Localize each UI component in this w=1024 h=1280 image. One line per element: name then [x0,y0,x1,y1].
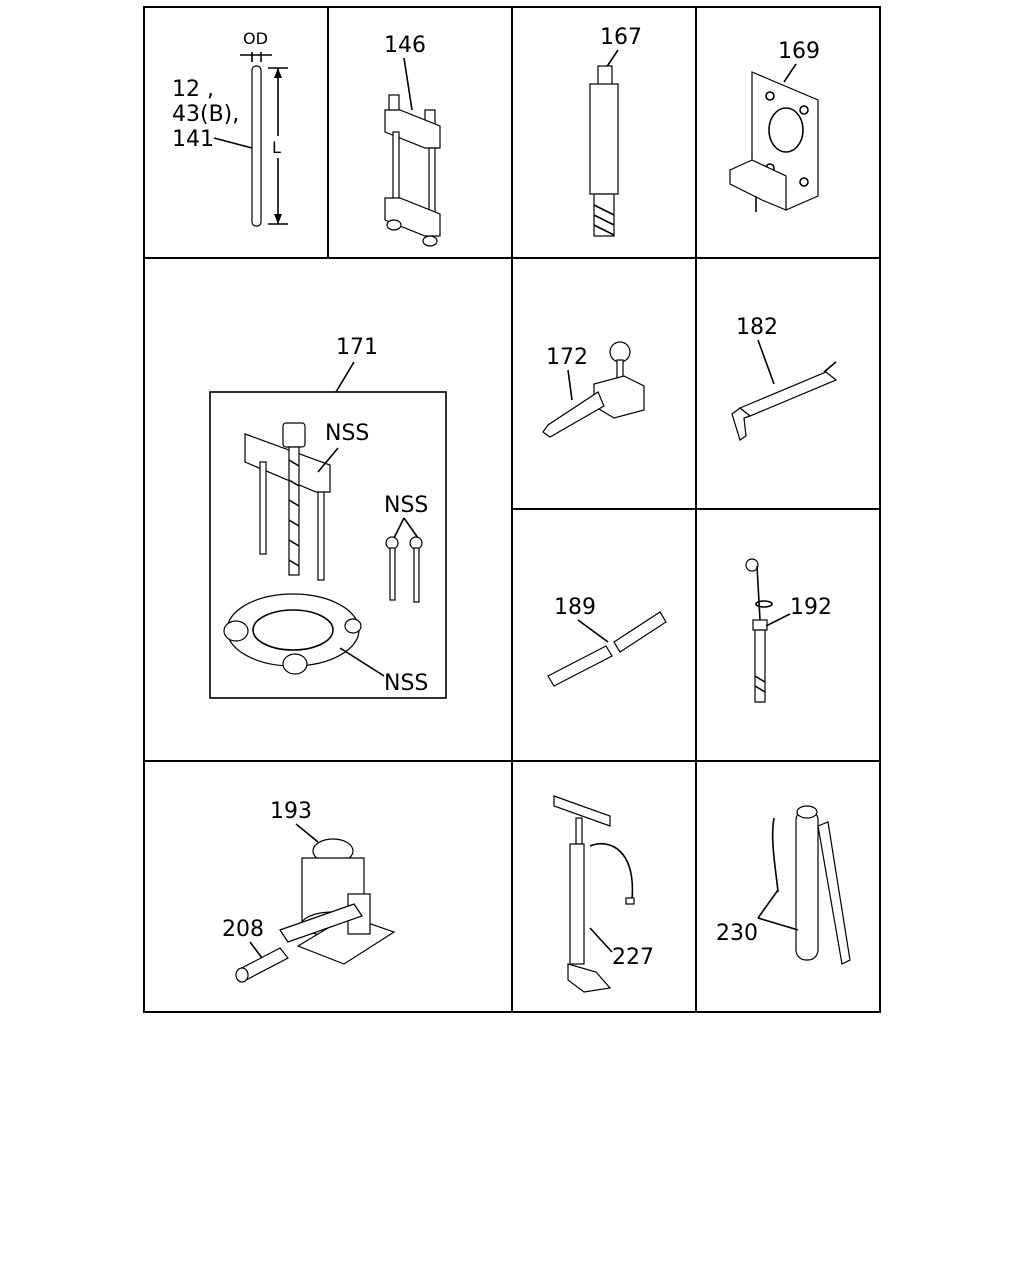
part-rod: OD L 12 , 43(B), 141 [172,29,288,227]
callout-43b: 43(B), [172,102,239,127]
part-146: 146 [384,33,441,247]
part-189: 189 [547,595,667,687]
part-227: 227 [553,795,654,993]
callout-172: 172 [546,345,588,370]
length-label: L [272,138,281,157]
od-label: OD [243,29,268,48]
part-167: 167 [589,25,642,237]
callout-167: 167 [600,25,642,50]
callout-227: 227 [612,945,654,970]
part-171: 171 NSS NSS NSS [209,335,447,699]
part-192: 192 [745,558,832,703]
callout-193: 193 [270,799,312,824]
nss-top-label: NSS [325,421,369,446]
callout-169: 169 [778,39,820,64]
callout-208: 208 [222,917,264,942]
callout-182: 182 [736,315,778,340]
callout-192: 192 [790,595,832,620]
part-230: 230 [716,805,851,965]
diagram-grid [143,6,881,1013]
nss-base-label: NSS [384,671,428,696]
part-172: 172 [542,341,645,438]
part-169: 169 [729,39,820,212]
callout-171: 171 [336,335,378,360]
callout-146: 146 [384,33,426,58]
callout-12: 12 , [172,77,214,102]
nss-bolts-label: NSS [384,493,428,518]
part-193: 193 208 [222,799,396,983]
callout-230: 230 [716,921,758,946]
part-182: 182 [731,315,838,441]
callout-141: 141 [172,127,214,152]
callout-189: 189 [554,595,596,620]
